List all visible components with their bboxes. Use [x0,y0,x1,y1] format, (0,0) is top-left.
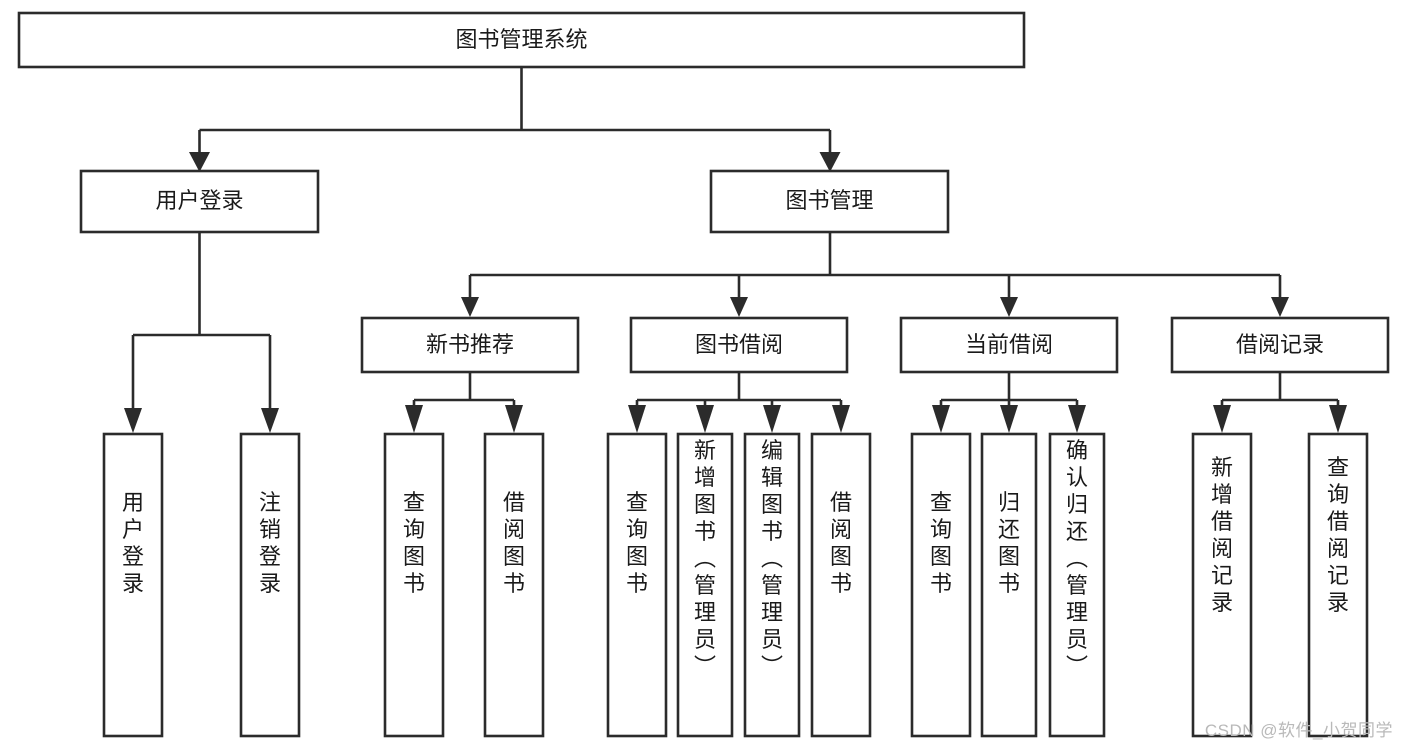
node-leaf-query-record[interactable]: 查询借阅记录 [1307,432,1369,738]
arrowhead-leaf-query-record [1329,405,1347,433]
arrowhead-leaf-edit-book [763,405,781,433]
node-book-manage-box[interactable] [709,169,950,234]
node-leaf-borrow-book-2-box[interactable] [810,432,872,738]
node-root[interactable]: 图书管理系统 [17,11,1026,69]
node-leaf-user-login-box[interactable] [102,432,164,738]
node-leaf-confirm-return-label: 确认归还︵管理员︶ [1066,438,1088,679]
node-leaf-add-record-label: 新增借阅记录 [1211,455,1233,615]
node-leaf-logout-login[interactable]: 注销登录 [239,432,301,738]
node-leaf-user-login-label: 用户登录 [122,490,144,596]
node-leaf-add-record-box[interactable] [1191,432,1253,738]
arrowhead-leaf-borrow-book-1 [505,405,523,433]
arrowhead-leaf-query-book-3 [932,405,950,433]
node-leaf-query-record-label: 查询借阅记录 [1327,455,1349,615]
node-leaf-query-book-2[interactable]: 查询图书 [606,432,668,738]
node-book-manage-label: 图书管理 [785,188,873,213]
node-leaf-query-book-3-box[interactable] [910,432,972,738]
node-leaf-user-login[interactable]: 用户登录 [102,432,164,738]
node-leaf-query-book-3-label: 查询图书 [930,490,952,596]
arrowhead-leaf-borrow-book-2 [832,405,850,433]
node-user-login-label: 用户登录 [155,188,243,213]
arrowhead-leaf-add-record [1213,405,1231,433]
node-new-book-recommend[interactable]: 新书推荐 [360,316,580,374]
node-current-borrow-label: 当前借阅 [965,332,1053,357]
node-leaf-borrow-book-1-label: 借阅图书 [503,490,525,596]
node-borrow-record[interactable]: 借阅记录 [1170,316,1390,374]
node-leaf-query-book-2-label: 查询图书 [626,490,648,596]
node-leaf-edit-book-box[interactable] [743,432,801,738]
node-leaf-query-record-box[interactable] [1307,432,1369,738]
node-leaf-query-book-2-box[interactable] [606,432,668,738]
node-user-login-box[interactable] [79,169,320,234]
node-leaf-borrow-book-1-box[interactable] [483,432,545,738]
node-leaf-return-book-label: 归还图书 [998,490,1020,596]
arrowhead-user-login [189,152,210,172]
node-root-label: 图书管理系统 [455,27,587,52]
arrowhead-book-manage [819,152,841,172]
arrowhead-leaf-return-book [1000,405,1018,433]
leaf-layer: 用户登录 注销登录 查询图书 借阅图书 查询图书 新增图书︵管理员︶ [102,432,1369,738]
node-book-borrow[interactable]: 图书借阅 [629,316,849,374]
arrowhead-borrow-record [1271,297,1289,317]
node-leaf-return-book[interactable]: 归还图书 [980,432,1038,738]
node-book-manage[interactable]: 图书管理 [709,169,950,234]
arrowhead-book-borrow [730,297,748,317]
node-new-book-recommend-box[interactable] [360,316,580,374]
arrowhead-leaf-query-book-1 [405,405,423,433]
node-leaf-add-book-label: 新增图书︵管理员︶ [694,438,716,679]
node-leaf-query-book-1[interactable]: 查询图书 [383,432,445,738]
node-current-borrow-box[interactable] [899,316,1119,374]
node-leaf-query-book-1-label: 查询图书 [403,490,425,596]
arrowhead-leaf-user-login [124,408,142,433]
node-leaf-add-record[interactable]: 新增借阅记录 [1191,432,1253,738]
arrowhead-leaf-query-book-2 [628,405,646,433]
arrowhead-recommend [461,297,479,317]
arrowhead-leaf-confirm-return [1068,405,1086,433]
node-leaf-query-book-1-box[interactable] [383,432,445,738]
node-leaf-edit-book-label: 编辑图书︵管理员︶ [761,438,783,679]
node-book-borrow-label: 图书借阅 [695,332,783,357]
node-book-borrow-box[interactable] [629,316,849,374]
node-borrow-record-label: 借阅记录 [1236,332,1324,357]
node-leaf-logout-login-box[interactable] [239,432,301,738]
csdn-watermark: CSDN @软件_小贺同学 [1204,721,1393,740]
node-leaf-edit-book[interactable]: 编辑图书︵管理员︶ [743,432,801,738]
node-leaf-add-book[interactable]: 新增图书︵管理员︶ [676,432,734,738]
arrowhead-layer [124,152,1347,433]
arrowhead-leaf-logout [261,408,279,433]
node-leaf-add-book-box[interactable] [676,432,734,738]
node-current-borrow[interactable]: 当前借阅 [899,316,1119,374]
node-leaf-confirm-return[interactable]: 确认归还︵管理员︶ [1048,432,1106,738]
node-leaf-borrow-book-2[interactable]: 借阅图书 [810,432,872,738]
node-leaf-return-book-box[interactable] [980,432,1038,738]
node-leaf-confirm-return-box[interactable] [1048,432,1106,738]
node-leaf-logout-login-label: 注销登录 [259,490,281,596]
node-leaf-borrow-book-1[interactable]: 借阅图书 [483,432,545,738]
node-new-book-recommend-label: 新书推荐 [426,332,514,357]
arrowhead-current-borrow [1000,297,1018,317]
node-leaf-borrow-book-2-label: 借阅图书 [830,490,852,596]
arrowhead-leaf-add-book [696,405,714,433]
node-root-box[interactable] [17,11,1026,69]
node-user-login[interactable]: 用户登录 [79,169,320,234]
node-leaf-query-book-3[interactable]: 查询图书 [910,432,972,738]
node-borrow-record-box[interactable] [1170,316,1390,374]
